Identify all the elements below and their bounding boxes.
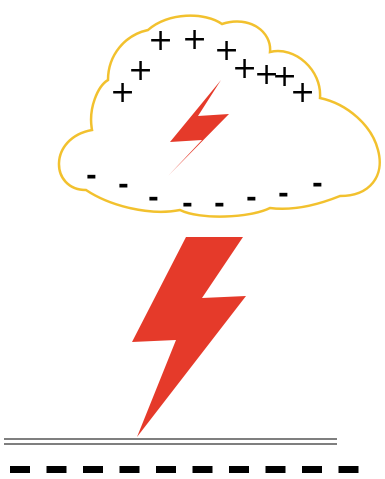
positive-charge: + <box>148 23 173 58</box>
ground-negative-charge <box>193 466 213 473</box>
positive-charge: + <box>290 75 315 110</box>
negative-charge: - <box>312 169 323 199</box>
ground-negative-charges <box>10 466 359 473</box>
cloud-negative-charges: - - - - - - - - <box>86 161 323 219</box>
ground-negative-charge <box>229 466 249 473</box>
negative-charge: - <box>148 183 159 213</box>
negative-charge: - <box>182 189 193 219</box>
ground-negative-charge <box>266 466 286 473</box>
cloud-lightning-bolt-icon <box>168 80 229 176</box>
ground-negative-charge <box>47 466 67 473</box>
ground-negative-charge <box>83 466 103 473</box>
ground-negative-charge <box>120 466 140 473</box>
negative-charge: - <box>86 161 97 191</box>
positive-charge: + <box>182 22 207 57</box>
lightning-bolt-icon <box>132 237 246 437</box>
ground-negative-charge <box>10 466 30 473</box>
cloud-positive-charges: + + + + + + + + + <box>110 22 315 110</box>
negative-charge: - <box>214 189 225 219</box>
negative-charge: - <box>246 183 257 213</box>
negative-charge: - <box>278 179 289 209</box>
ground-negative-charge <box>302 466 322 473</box>
ground-negative-charge <box>339 466 359 473</box>
negative-charge: - <box>118 170 129 200</box>
positive-charge: + <box>128 53 153 88</box>
ground-negative-charge <box>156 466 176 473</box>
